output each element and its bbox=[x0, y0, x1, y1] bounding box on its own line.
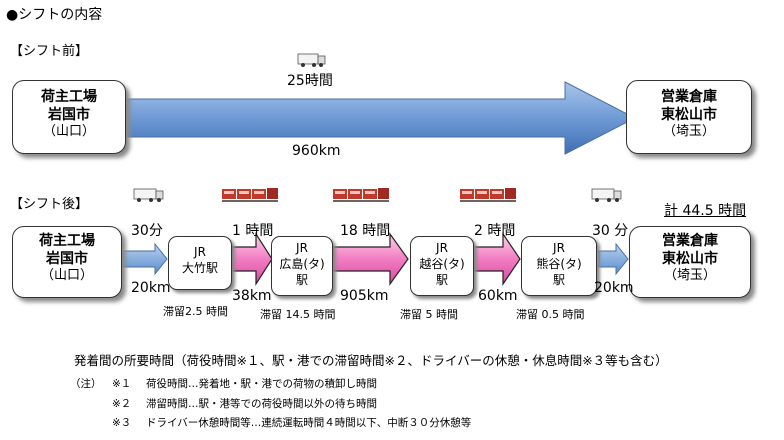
origin-city: 岩国市 bbox=[48, 106, 90, 123]
station-line: JR bbox=[553, 241, 565, 255]
before-time: 25時間 bbox=[287, 73, 333, 89]
before-section-label: 【シフト前】 bbox=[10, 44, 89, 59]
before-route-arrow bbox=[119, 81, 637, 155]
station-koshigaya: JR 越谷(タ) 駅 bbox=[410, 236, 474, 296]
station-name: 大竹駅 bbox=[181, 261, 218, 276]
station-kumagaya: JR 熊谷(タ) 駅 bbox=[521, 236, 597, 296]
leg-3-distance: 905km bbox=[340, 288, 389, 304]
stay-hiroshima: 滞留 14.5 時間 bbox=[260, 308, 336, 321]
station-line: JR bbox=[436, 241, 448, 255]
truck-icon bbox=[297, 53, 326, 67]
origin-city: 岩国市 bbox=[46, 250, 88, 267]
note-1-mark: ※１ bbox=[112, 378, 132, 390]
dest-pref: （埼玉） bbox=[663, 268, 716, 283]
leg-1-distance: 20km bbox=[131, 280, 171, 296]
note-2-mark: ※２ bbox=[112, 398, 132, 410]
station-name: 熊谷(タ) bbox=[536, 257, 582, 272]
leg-5-distance: 20km bbox=[594, 280, 634, 296]
train-icon bbox=[460, 188, 516, 202]
leg-3-time: 18 時間 bbox=[340, 223, 391, 239]
notes-label: （注） bbox=[70, 378, 102, 390]
note-1-text: 荷役時間…発着地・駅・港での荷物の積卸し時間 bbox=[146, 378, 377, 390]
leg-3-arrow bbox=[332, 232, 409, 286]
before-origin-box: 荷主工場 岩国市 （山口） bbox=[12, 80, 126, 154]
stay-koshigaya: 滞留 5 時間 bbox=[400, 308, 458, 321]
station-suffix: 駅 bbox=[435, 273, 448, 288]
stay-ootake: 滞留2.5 時間 bbox=[163, 305, 228, 318]
truck-icon bbox=[133, 188, 164, 202]
origin-name: 荷主工場 bbox=[39, 233, 95, 249]
dest-pref: （埼玉） bbox=[662, 124, 715, 139]
station-ootake: JR 大竹駅 bbox=[168, 236, 232, 290]
origin-pref: （山口） bbox=[40, 268, 93, 283]
after-dest-box: 営業倉庫 東松山市 （埼玉） bbox=[629, 226, 751, 298]
station-suffix: 駅 bbox=[552, 273, 565, 288]
leg-4-time: 2 時間 bbox=[474, 223, 516, 239]
leg-2-arrow bbox=[231, 231, 273, 287]
station-hiroshima: JR 広島(タ) 駅 bbox=[271, 236, 333, 296]
leg-4-distance: 60km bbox=[478, 288, 518, 304]
train-icon bbox=[333, 188, 389, 202]
dest-name: 営業倉庫 bbox=[661, 89, 717, 105]
note-2-text: 滞留時間…駅・港等での荷役時間以外の待ち時間 bbox=[146, 398, 377, 410]
page-title: ●シフトの内容 bbox=[6, 7, 103, 23]
origin-name: 荷主工場 bbox=[41, 89, 97, 105]
station-name: 越谷(タ) bbox=[419, 257, 465, 272]
leg-4-arrow bbox=[473, 232, 521, 286]
dest-city: 東松山市 bbox=[662, 250, 718, 267]
after-section-label: 【シフト後】 bbox=[10, 197, 89, 212]
train-icon bbox=[222, 188, 278, 202]
stay-kumagaya: 滞留 0.5 時間 bbox=[516, 308, 585, 321]
leg-5-arrow bbox=[598, 242, 629, 276]
dest-city: 東松山市 bbox=[661, 106, 717, 123]
note-3-text: ドライバー休憩時間等…連続運転時間４時間以下、中断３０分休憩等 bbox=[146, 417, 472, 429]
total-time: 計 44.5 時間 bbox=[664, 203, 747, 219]
footnote-main: 発着間の所要時間（荷役時間※１、駅・港での滞留時間※２、ドライバーの休憩・休息時… bbox=[74, 353, 668, 368]
note-3-mark: ※３ bbox=[112, 417, 132, 429]
dest-name: 営業倉庫 bbox=[662, 233, 718, 249]
before-distance: 960km bbox=[292, 143, 341, 159]
after-origin-box: 荷主工場 岩国市 （山口） bbox=[12, 226, 122, 298]
station-line: JR bbox=[194, 245, 206, 259]
leg-1-arrow bbox=[121, 242, 168, 276]
station-name: 広島(タ) bbox=[279, 257, 325, 272]
leg-2-time: 1 時間 bbox=[232, 223, 274, 239]
leg-1-time: 30分 bbox=[131, 223, 163, 239]
leg-2-distance: 38km bbox=[232, 288, 272, 304]
station-suffix: 駅 bbox=[295, 273, 308, 288]
station-line: JR bbox=[296, 241, 308, 255]
origin-pref: （山口） bbox=[42, 124, 95, 139]
truck-icon bbox=[591, 188, 622, 202]
before-dest-box: 営業倉庫 東松山市 （埼玉） bbox=[626, 80, 752, 154]
leg-5-time: 30 分 bbox=[592, 223, 629, 239]
